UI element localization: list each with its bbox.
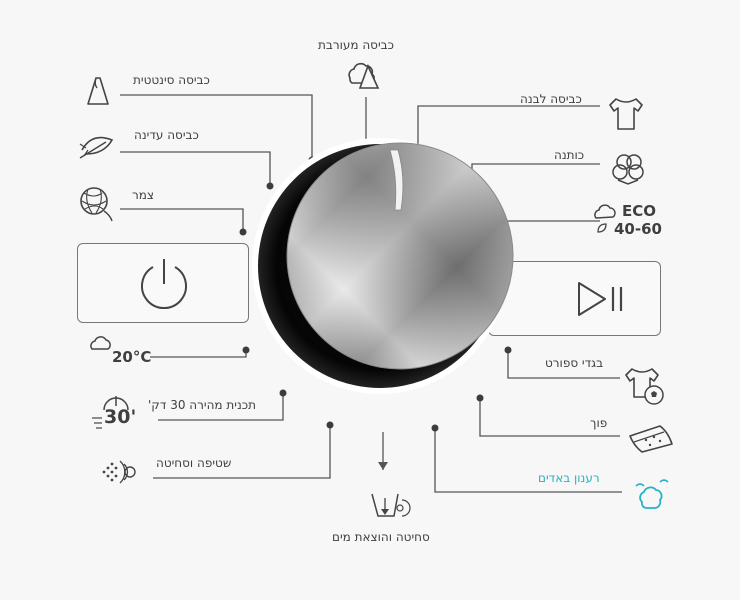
tshirt-icon <box>609 98 643 130</box>
eco-cloud-icon <box>594 204 616 233</box>
temperature-20c-label: 20°C <box>112 348 152 366</box>
program-delicate-label[interactable]: כביסה עדינה <box>134 128 199 142</box>
program-white-label[interactable]: כביסה לבנה <box>520 92 582 106</box>
program-dial-knob[interactable] <box>230 138 530 418</box>
yarn-ball-icon <box>80 187 113 222</box>
cloud-icon <box>90 336 111 350</box>
spin-drain-icon <box>371 493 411 517</box>
program-duvet-label[interactable]: פוך <box>590 416 608 430</box>
program-sport-label[interactable]: בגדי ספורט <box>545 356 604 370</box>
rinse-spin-icon <box>102 460 136 484</box>
power-icon <box>141 259 187 310</box>
program-quick30-icon-group[interactable]: 30' <box>92 392 152 432</box>
program-rinse-spin-label[interactable]: שטיפה וסחיטה <box>156 456 232 470</box>
eco-line2: 40-60 <box>614 220 662 238</box>
quick30-badge: 30' <box>104 406 137 428</box>
duvet-icon <box>629 425 673 453</box>
synthetic-icon <box>87 77 109 105</box>
program-wool-label[interactable]: צמר <box>132 188 155 202</box>
eco-line1: ECO <box>622 202 657 220</box>
stopwatch-icon <box>103 396 129 411</box>
mixed-wash-icon <box>348 62 380 89</box>
speed-lines-icon <box>92 417 102 429</box>
program-synthetic-label[interactable]: כביסה סינטטית <box>133 73 210 87</box>
play-pause-icon <box>578 282 623 316</box>
sport-shirt-ball-icon <box>625 368 664 405</box>
power-button[interactable] <box>77 243 249 323</box>
program-spin-drain-label[interactable]: סחיטה והוצאת מים <box>332 530 430 544</box>
start-pause-button[interactable] <box>488 261 661 336</box>
program-quick30-label[interactable]: תכנית מהירה 30 דק' <box>148 398 256 412</box>
program-refresh-label[interactable]: רענון באדים <box>538 471 600 485</box>
steam-refresh-icon <box>635 479 669 509</box>
cotton-flower-icon <box>612 154 644 185</box>
program-eco[interactable]: ECO 40-60 <box>592 200 672 244</box>
program-mixed-label[interactable]: כביסה מעורבת <box>318 38 394 52</box>
program-20c[interactable]: 20°C <box>84 334 154 370</box>
feather-icon <box>79 136 114 159</box>
program-cotton-label[interactable]: כותנה <box>554 148 585 162</box>
